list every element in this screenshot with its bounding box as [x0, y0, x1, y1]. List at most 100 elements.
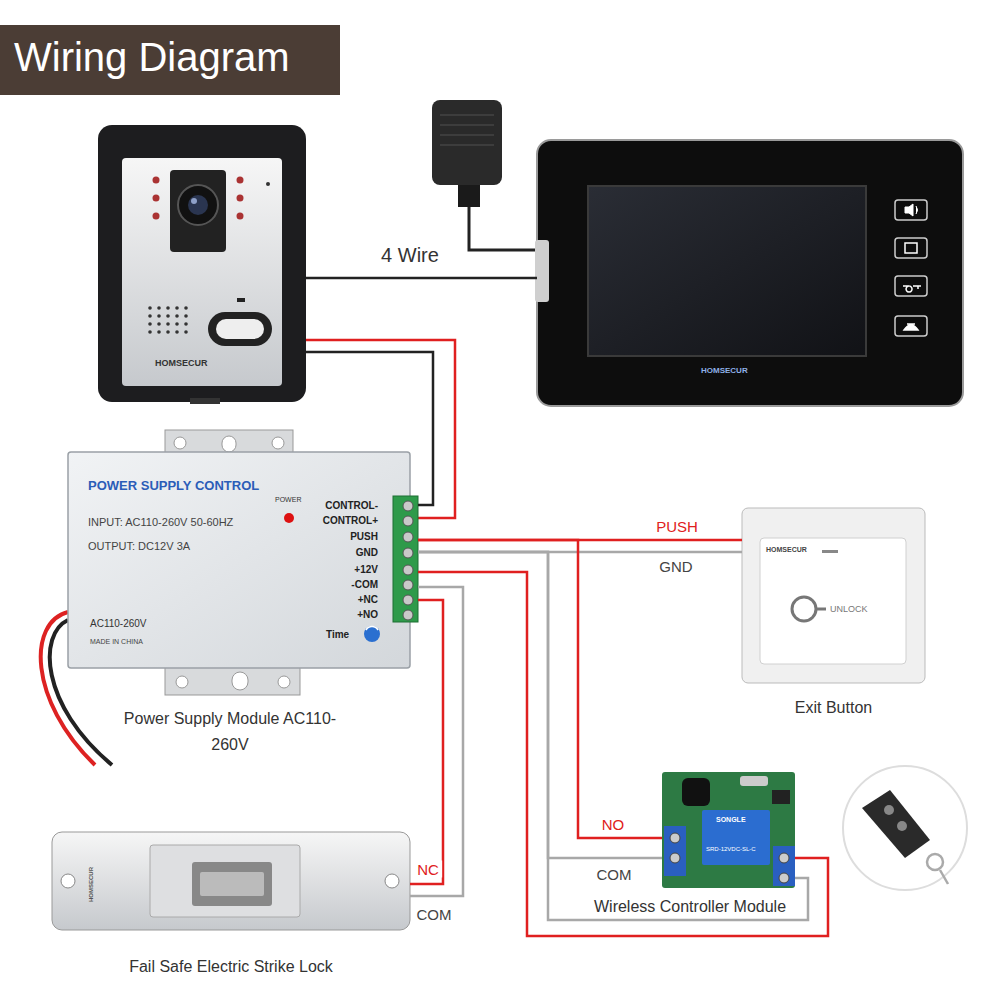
exit-plate	[742, 508, 925, 683]
adapter-plug	[458, 185, 480, 207]
wire	[306, 277, 537, 280]
crystal	[740, 776, 768, 786]
brand-mark: HOMSECUR	[155, 358, 208, 369]
indoor-monitor: HOMSECUR	[537, 140, 963, 406]
knob-label: Time	[326, 629, 349, 641]
input-label: AC110-260V	[90, 618, 147, 630]
component-caption: Power Supply Module AC110-260V	[120, 706, 340, 757]
fob-ring	[927, 854, 943, 870]
wire	[410, 600, 443, 884]
mount-hole	[174, 437, 186, 449]
speaker-grille	[157, 314, 161, 318]
unlock-icon	[903, 286, 921, 292]
monitor-button	[895, 276, 927, 296]
monitor-figure	[535, 140, 963, 406]
indicator	[237, 298, 245, 302]
spec-text: INPUT: AC110-260V 50-60HZ	[88, 516, 233, 529]
relay-brand: SONGLE	[716, 816, 746, 824]
photo-icon	[905, 243, 917, 253]
monitor-button	[895, 200, 927, 220]
wire-label: GND	[656, 558, 695, 575]
exit-button: HOMSECURUNLOCKExit Button	[742, 508, 925, 683]
terminal-block	[393, 496, 418, 622]
power-supply-case	[68, 452, 410, 668]
phone-icon	[904, 324, 918, 330]
ir-led	[237, 213, 244, 220]
door-camera-figure	[98, 125, 306, 404]
wire-label: COM	[594, 866, 635, 883]
terminal-screws	[403, 580, 413, 590]
relay	[702, 810, 770, 865]
electric-strike-lock: HOMSECURFail Safe Electric Strike Lock	[52, 832, 410, 932]
wire	[306, 352, 433, 505]
exit-pushplate	[760, 538, 906, 664]
component-caption: Wireless Controller Module	[580, 894, 800, 920]
volume-icon	[905, 204, 918, 216]
monitor-screen	[588, 186, 866, 356]
wireless-module-figure	[662, 772, 795, 888]
speaker-grille	[148, 330, 152, 334]
camera-lens	[178, 185, 218, 225]
led-label: POWER	[275, 496, 301, 504]
fob-body	[862, 790, 930, 858]
speaker-grille	[148, 314, 152, 318]
ir-led	[237, 177, 244, 184]
mount-slot	[232, 672, 248, 690]
coil	[682, 778, 710, 806]
terminal-screws	[403, 610, 413, 620]
adapter-cable	[469, 207, 538, 250]
ir-led	[153, 195, 160, 202]
fob-key	[884, 805, 894, 815]
brand-mark: HOMSECUR	[88, 867, 95, 902]
ir-led	[153, 213, 160, 220]
speaker-grille	[175, 314, 179, 318]
power-led	[284, 513, 294, 523]
strike-lock-figure	[52, 832, 410, 930]
terminal-screws	[403, 532, 413, 542]
terminal-label: +NO	[357, 609, 378, 621]
speaker-grille	[166, 322, 170, 326]
speaker-grille	[184, 314, 188, 318]
call-button	[216, 319, 264, 339]
speaker-grille	[157, 306, 161, 310]
relay-model: SRD-12VDC-SL-C	[706, 846, 756, 853]
terminal-label: CONTROL+	[323, 515, 378, 527]
wireless-controller: SONGLESRD-12VDC-SL-CWireless Controller …	[662, 772, 795, 888]
speaker-grille	[148, 306, 188, 334]
ir-led	[237, 195, 244, 202]
product-name: POWER SUPPLY CONTROL	[88, 478, 259, 494]
origin-label: MADE IN CHINA	[90, 638, 143, 646]
wire-label: COM	[414, 906, 455, 923]
key-shaft	[816, 608, 826, 611]
spec-text: OUTPUT: DC12V 3A	[88, 540, 190, 553]
terminal-screw	[670, 853, 680, 863]
pcb	[662, 772, 795, 888]
diagram-title: Wiring Diagram	[14, 33, 290, 81]
terminal-screws	[403, 565, 413, 575]
terminal	[664, 826, 686, 876]
terminal-label: PUSH	[350, 531, 378, 543]
monitor-bezel	[537, 140, 963, 406]
screw-hole	[61, 874, 75, 888]
wire	[418, 552, 808, 920]
chip	[772, 790, 790, 804]
wire-label: PUSH	[653, 518, 701, 535]
component-caption: Fail Safe Electric Strike Lock	[52, 954, 410, 980]
terminal-screw	[670, 833, 680, 843]
adapter-ridges	[440, 115, 494, 145]
brand-mark: HOMSECUR	[766, 546, 807, 554]
ir-led	[153, 177, 160, 184]
terminal-screw	[779, 873, 789, 883]
mount-hole	[278, 676, 290, 688]
lens-glint	[191, 198, 197, 204]
speaker-grille	[148, 322, 152, 326]
terminal-screws	[403, 595, 413, 605]
terminal-label: +NC	[358, 594, 378, 606]
terminal-screws	[403, 501, 413, 620]
speaker-grille	[175, 330, 179, 334]
